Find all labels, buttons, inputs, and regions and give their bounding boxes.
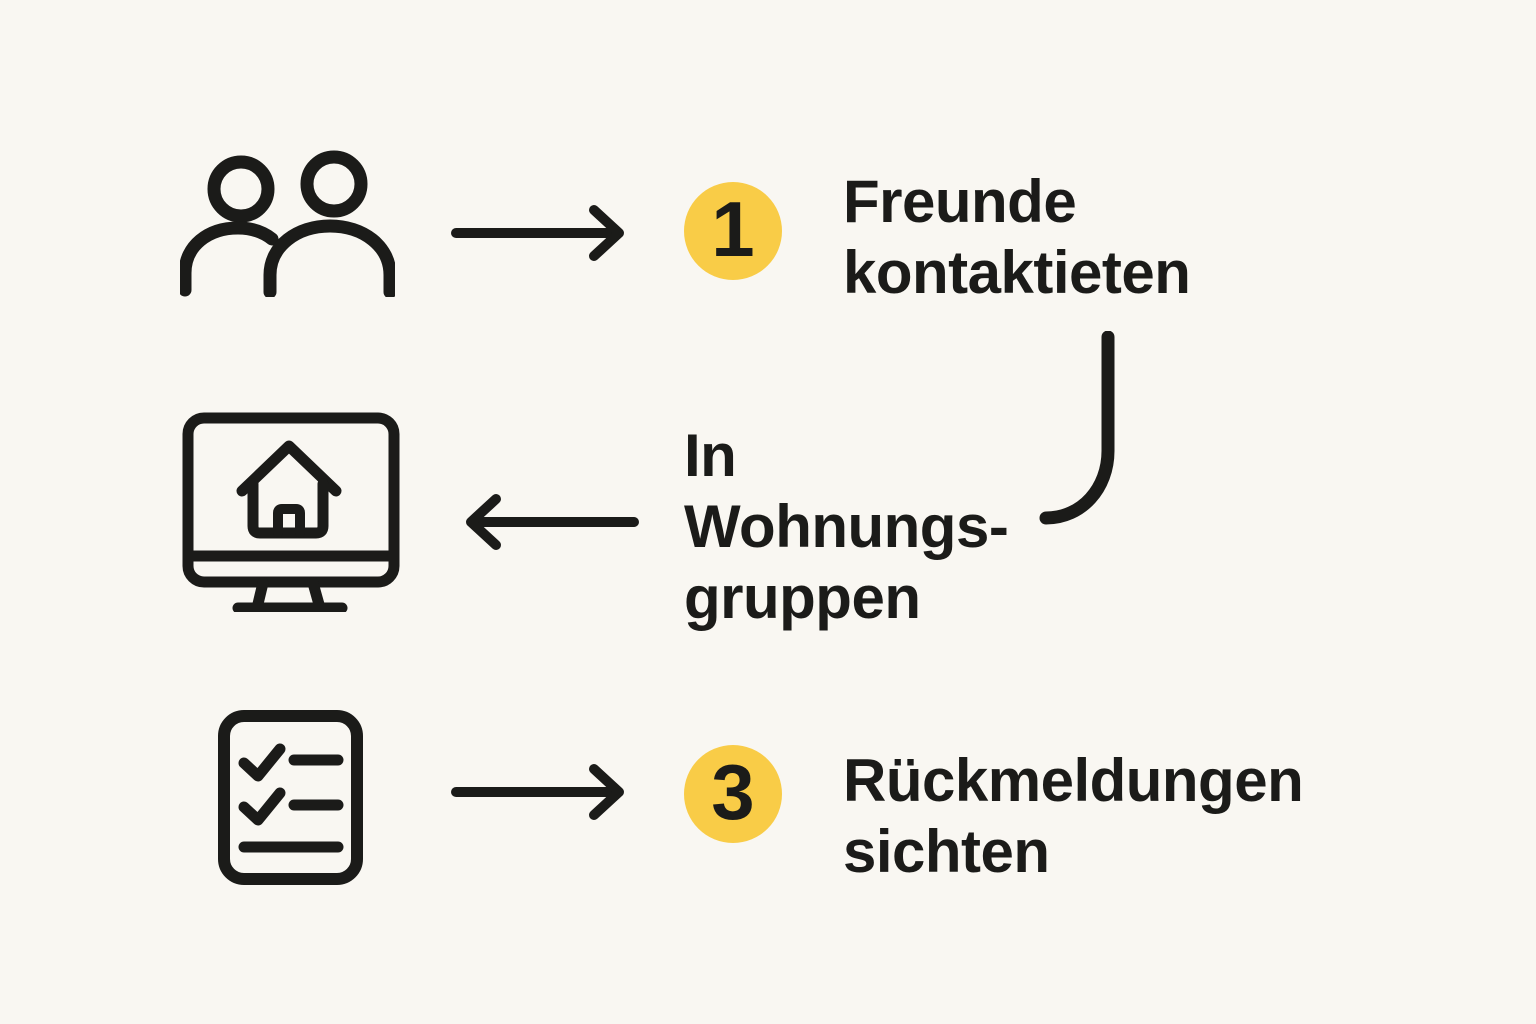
people-icon <box>180 150 395 297</box>
step-2-label-line-3: gruppen <box>684 564 921 631</box>
step-3-number: 3 <box>711 748 755 836</box>
step-3-badge: 3 <box>684 745 782 843</box>
arrow-right-icon <box>451 764 624 820</box>
connector-curve-icon <box>1039 331 1115 525</box>
arrow-left-icon <box>466 494 639 550</box>
step-1-label-line-1: Freunde <box>843 168 1077 235</box>
step-2-label-line-1: In <box>684 422 737 489</box>
checklist-icon <box>218 710 363 885</box>
step-1-label: Freunde kontaktieten <box>843 166 1191 308</box>
step-1-badge: 1 <box>684 182 782 280</box>
monitor-house-icon <box>182 412 400 612</box>
step-2-label-line-2: Wohnungs- <box>684 493 1009 560</box>
step-3-label: Rückmeldungen sichten <box>843 745 1304 887</box>
arrow-right-icon <box>451 205 624 261</box>
step-2-label: In Wohnungs- gruppen <box>684 420 1009 633</box>
step-3-label-line-1: Rückmeldungen <box>843 747 1304 814</box>
step-3-label-line-2: sichten <box>843 818 1050 885</box>
step-1-number: 1 <box>711 185 755 273</box>
step-1-label-line-2: kontaktieten <box>843 239 1191 306</box>
